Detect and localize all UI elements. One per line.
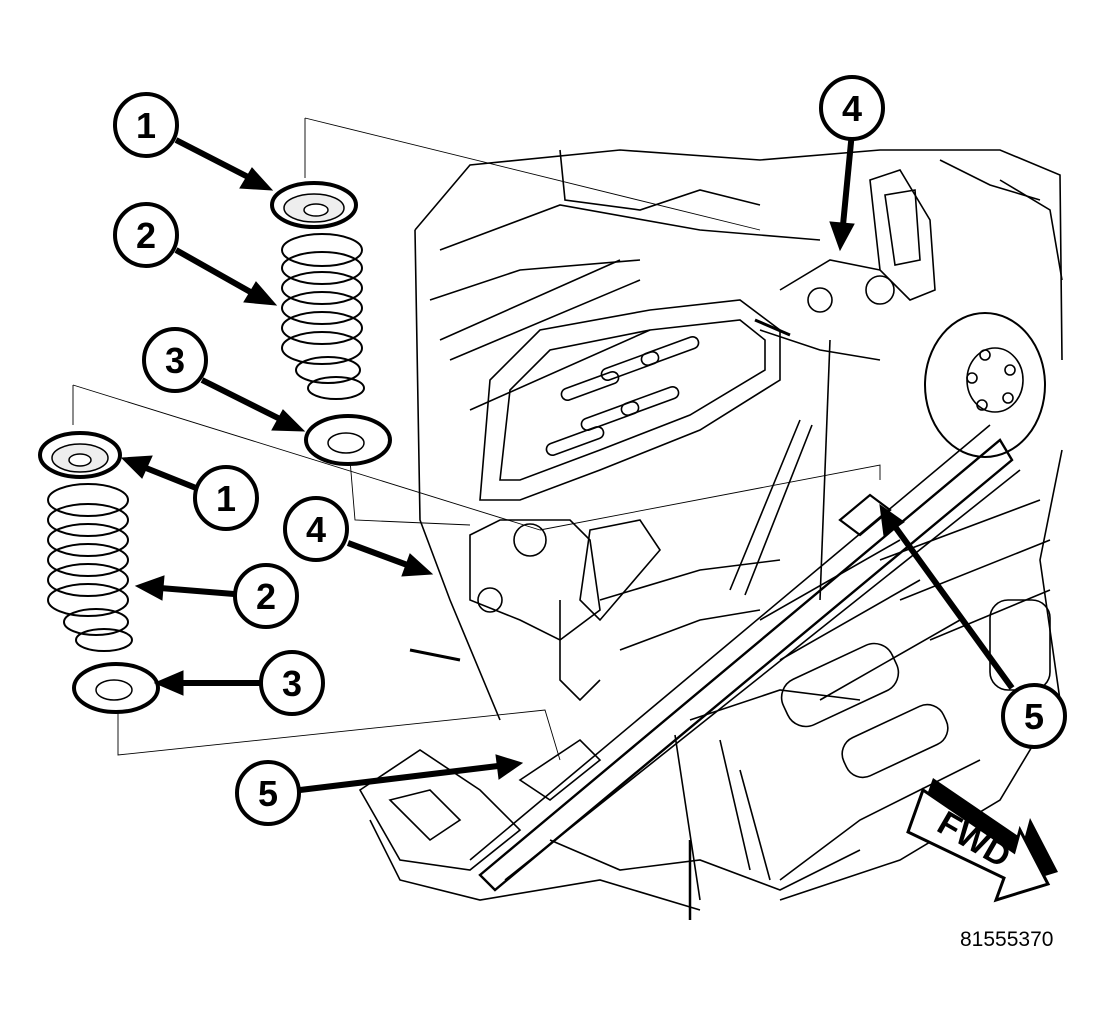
svg-text:3: 3 xyxy=(282,663,302,704)
coil-spring-top xyxy=(281,233,365,400)
svg-text:2: 2 xyxy=(256,576,276,617)
svg-text:5: 5 xyxy=(258,773,278,814)
callout-top-3: 3 xyxy=(142,327,208,393)
svg-text:1: 1 xyxy=(216,478,236,519)
svg-text:4: 4 xyxy=(842,88,862,129)
coil-spring-left xyxy=(47,483,133,652)
callout-top-1: 1 xyxy=(113,92,179,158)
alignment-lines xyxy=(72,117,881,761)
lower-spring-isolator-left xyxy=(72,662,160,714)
callout-right-5: 5 xyxy=(1001,683,1067,749)
figure-id: 81555370 xyxy=(960,928,1054,951)
upper-spring-isolator-top xyxy=(270,181,358,229)
callout-left-1: 1 xyxy=(193,465,259,531)
vehicle-underbody xyxy=(358,149,1063,920)
callout-left-4: 4 xyxy=(283,496,349,562)
upper-spring-isolator-left xyxy=(38,431,122,479)
forward-direction-arrow: FWD xyxy=(906,778,1058,903)
callout-left-3: 3 xyxy=(259,650,325,716)
lower-spring-isolator-top xyxy=(304,414,392,466)
svg-text:3: 3 xyxy=(165,340,185,381)
callout-left-2: 2 xyxy=(233,563,299,629)
callout-arrows xyxy=(120,131,1015,793)
svg-text:4: 4 xyxy=(306,509,326,550)
svg-text:5: 5 xyxy=(1024,696,1044,737)
callout-left-5: 5 xyxy=(235,760,301,826)
callout-top-2: 2 xyxy=(113,202,179,268)
svg-text:1: 1 xyxy=(136,105,156,146)
callout-top-4: 4 xyxy=(819,75,885,141)
svg-text:2: 2 xyxy=(136,215,156,256)
